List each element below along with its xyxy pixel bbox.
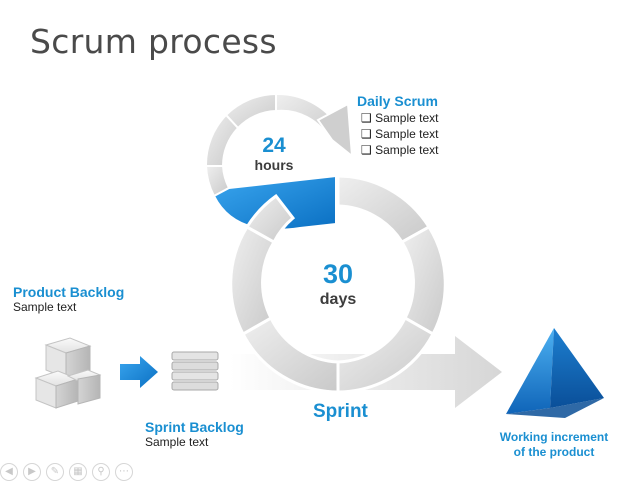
slideshow-nav: ◀ ▶ ✎ ▦ ⚲ ⋯ — [0, 463, 133, 481]
daily-cycle-unit: hours — [254, 157, 294, 173]
next-icon[interactable]: ▶ — [23, 463, 41, 481]
daily-scrum-heading: Daily Scrum — [357, 93, 438, 109]
sprint-cycle-ring — [229, 174, 447, 394]
daily-cycle-arrowhead — [316, 102, 354, 159]
sprint-backlog-stack-icon — [171, 351, 219, 391]
sprint-label: Sprint — [313, 401, 368, 422]
list-item: ❑ Sample text — [361, 111, 439, 125]
list-item: ❑ Sample text — [361, 127, 439, 141]
product-increment-pyramid-icon — [506, 328, 604, 418]
pen-icon[interactable]: ✎ — [46, 463, 64, 481]
sprint-backlog-heading: Sprint Backlog — [145, 419, 244, 435]
slide-title: Scrum process — [30, 22, 277, 61]
daily-cycle-ring — [204, 92, 354, 231]
working-increment-label: Working increment of the product — [499, 430, 609, 459]
slides-icon[interactable]: ▦ — [69, 463, 87, 481]
prev-icon[interactable]: ◀ — [0, 463, 18, 481]
backlog-flow-arrow — [120, 356, 158, 388]
zoom-icon[interactable]: ⚲ — [92, 463, 110, 481]
list-item: ❑ Sample text — [361, 143, 439, 157]
sprint-cycle-value: 30 — [322, 259, 354, 289]
product-backlog-text: Sample text — [13, 300, 77, 314]
sprint-backlog-text: Sample text — [145, 435, 209, 449]
product-backlog-cubes-icon — [34, 337, 102, 409]
daily-scrum-list: ❑ Sample text ❑ Sample text ❑ Sample tex… — [361, 110, 438, 158]
daily-cycle-value: 24 — [262, 134, 286, 157]
sprint-cycle-unit: days — [319, 291, 357, 308]
more-icon[interactable]: ⋯ — [115, 463, 133, 481]
product-backlog-heading: Product Backlog — [13, 284, 125, 300]
